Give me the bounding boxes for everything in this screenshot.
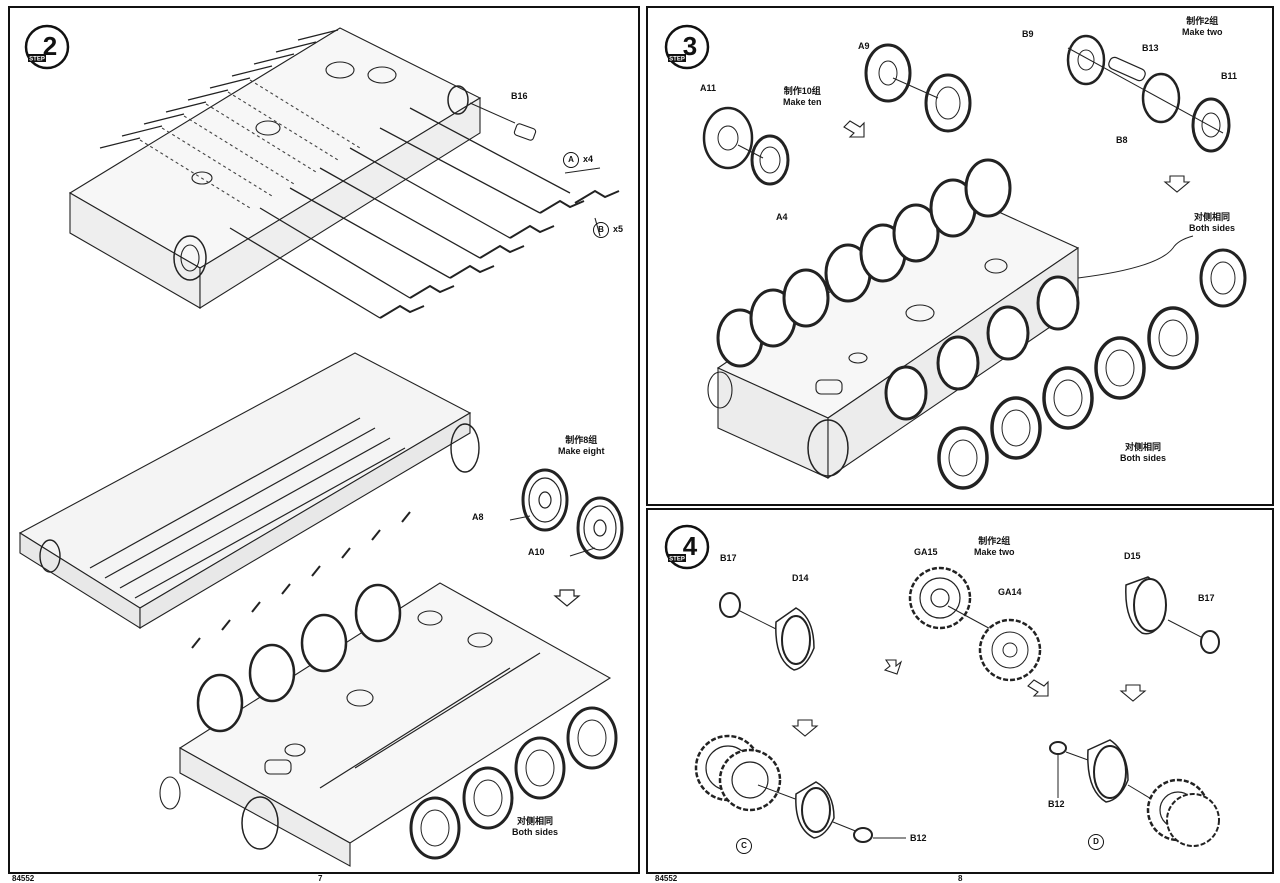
- part-label-b9: B9: [1022, 29, 1034, 39]
- note-make-ten-cn: 制作10组: [783, 86, 821, 96]
- part-label-b16: B16: [511, 91, 528, 101]
- part-label-b12-c: B12: [910, 833, 927, 843]
- note-both-sides-step3-bottom: 对侧相同 Both sides: [1120, 442, 1166, 465]
- note-make-two-step3: 制作2组 Make two: [1182, 16, 1223, 39]
- part-label-d14: D14: [792, 573, 809, 583]
- note-both-sides-en: Both sides: [512, 827, 559, 838]
- subassembly-c-label: C: [736, 838, 752, 854]
- footer-left-page: 7: [318, 874, 323, 883]
- callout-circle-a: A: [563, 152, 579, 168]
- part-label-b13: B13: [1142, 43, 1159, 53]
- part-label-a8: A8: [472, 512, 484, 522]
- step-3-word: STEP: [669, 57, 685, 63]
- callout-qty-b: x5: [613, 224, 624, 234]
- step-4-panel: 4 STEP: [646, 508, 1274, 874]
- note-make-eight-cn: 制作8组: [565, 435, 598, 445]
- part-label-b8: B8: [1116, 135, 1128, 145]
- note-make-two-step3-cn: 制作2组: [1186, 16, 1219, 26]
- note-both-sides: 对侧相同 Both sides: [512, 816, 558, 839]
- footer-left-code: 84552: [12, 874, 35, 883]
- part-label-a10: A10: [528, 547, 545, 557]
- part-label-b17-right: B17: [1198, 593, 1215, 603]
- note-make-two-step4-cn: 制作2组: [978, 536, 1011, 546]
- step-4-badge: 4 STEP: [664, 524, 710, 570]
- part-label-b12-d: B12: [1048, 799, 1065, 809]
- part-label-b17-left: B17: [720, 553, 737, 563]
- callout-qty-a: x4: [583, 154, 594, 164]
- part-label-ga15: GA15: [914, 547, 938, 557]
- step-3-panel: 3 STEP: [646, 6, 1274, 506]
- part-label-a11: A11: [700, 83, 717, 93]
- footer-right-code: 84552: [655, 874, 678, 883]
- note-both-sides-step3-top-en: Both sides: [1189, 223, 1236, 234]
- step-3-badge: 3 STEP: [664, 24, 710, 70]
- step-4-drawing: [694, 566, 1220, 847]
- part-label-a4: A4: [776, 212, 788, 222]
- note-both-sides-step3-top: 对侧相同 Both sides: [1189, 212, 1235, 235]
- note-make-eight-en: Make eight: [558, 446, 605, 457]
- step-2-word: STEP: [29, 57, 45, 63]
- note-make-two-step4-en: Make two: [974, 547, 1015, 558]
- step-4-word: STEP: [669, 557, 685, 563]
- part-label-d15: D15: [1124, 551, 1141, 561]
- step-3-number: 3: [683, 31, 697, 61]
- note-both-sides-step3-bottom-cn: 对侧相同: [1125, 442, 1162, 452]
- step-2-number: 2: [43, 31, 57, 61]
- note-both-sides-step3-top-cn: 对侧相同: [1194, 212, 1231, 222]
- step-2-panel: 2 STEP: [8, 6, 640, 874]
- step-2-badge: 2 STEP: [24, 24, 70, 70]
- note-make-eight: 制作8组 Make eight: [558, 435, 605, 458]
- note-make-two-step3-en: Make two: [1182, 27, 1223, 38]
- step-3-drawing: [702, 34, 1247, 490]
- subassembly-d-label: D: [1088, 834, 1104, 850]
- part-label-a9: A9: [858, 41, 870, 51]
- footer-right-page: 8: [958, 874, 963, 883]
- step-2-hull-top-drawing: [18, 27, 624, 867]
- note-make-two-step4: 制作2组 Make two: [974, 536, 1015, 559]
- callout-circle-b: B: [593, 222, 609, 238]
- note-both-sides-step3-bottom-en: Both sides: [1120, 453, 1167, 464]
- part-label-b11: B11: [1221, 71, 1238, 81]
- part-label-ga14: GA14: [998, 587, 1022, 597]
- note-make-ten-en: Make ten: [783, 97, 822, 108]
- note-both-sides-cn: 对侧相同: [517, 816, 554, 826]
- note-make-ten: 制作10组 Make ten: [783, 86, 822, 109]
- step-4-number: 4: [683, 531, 698, 561]
